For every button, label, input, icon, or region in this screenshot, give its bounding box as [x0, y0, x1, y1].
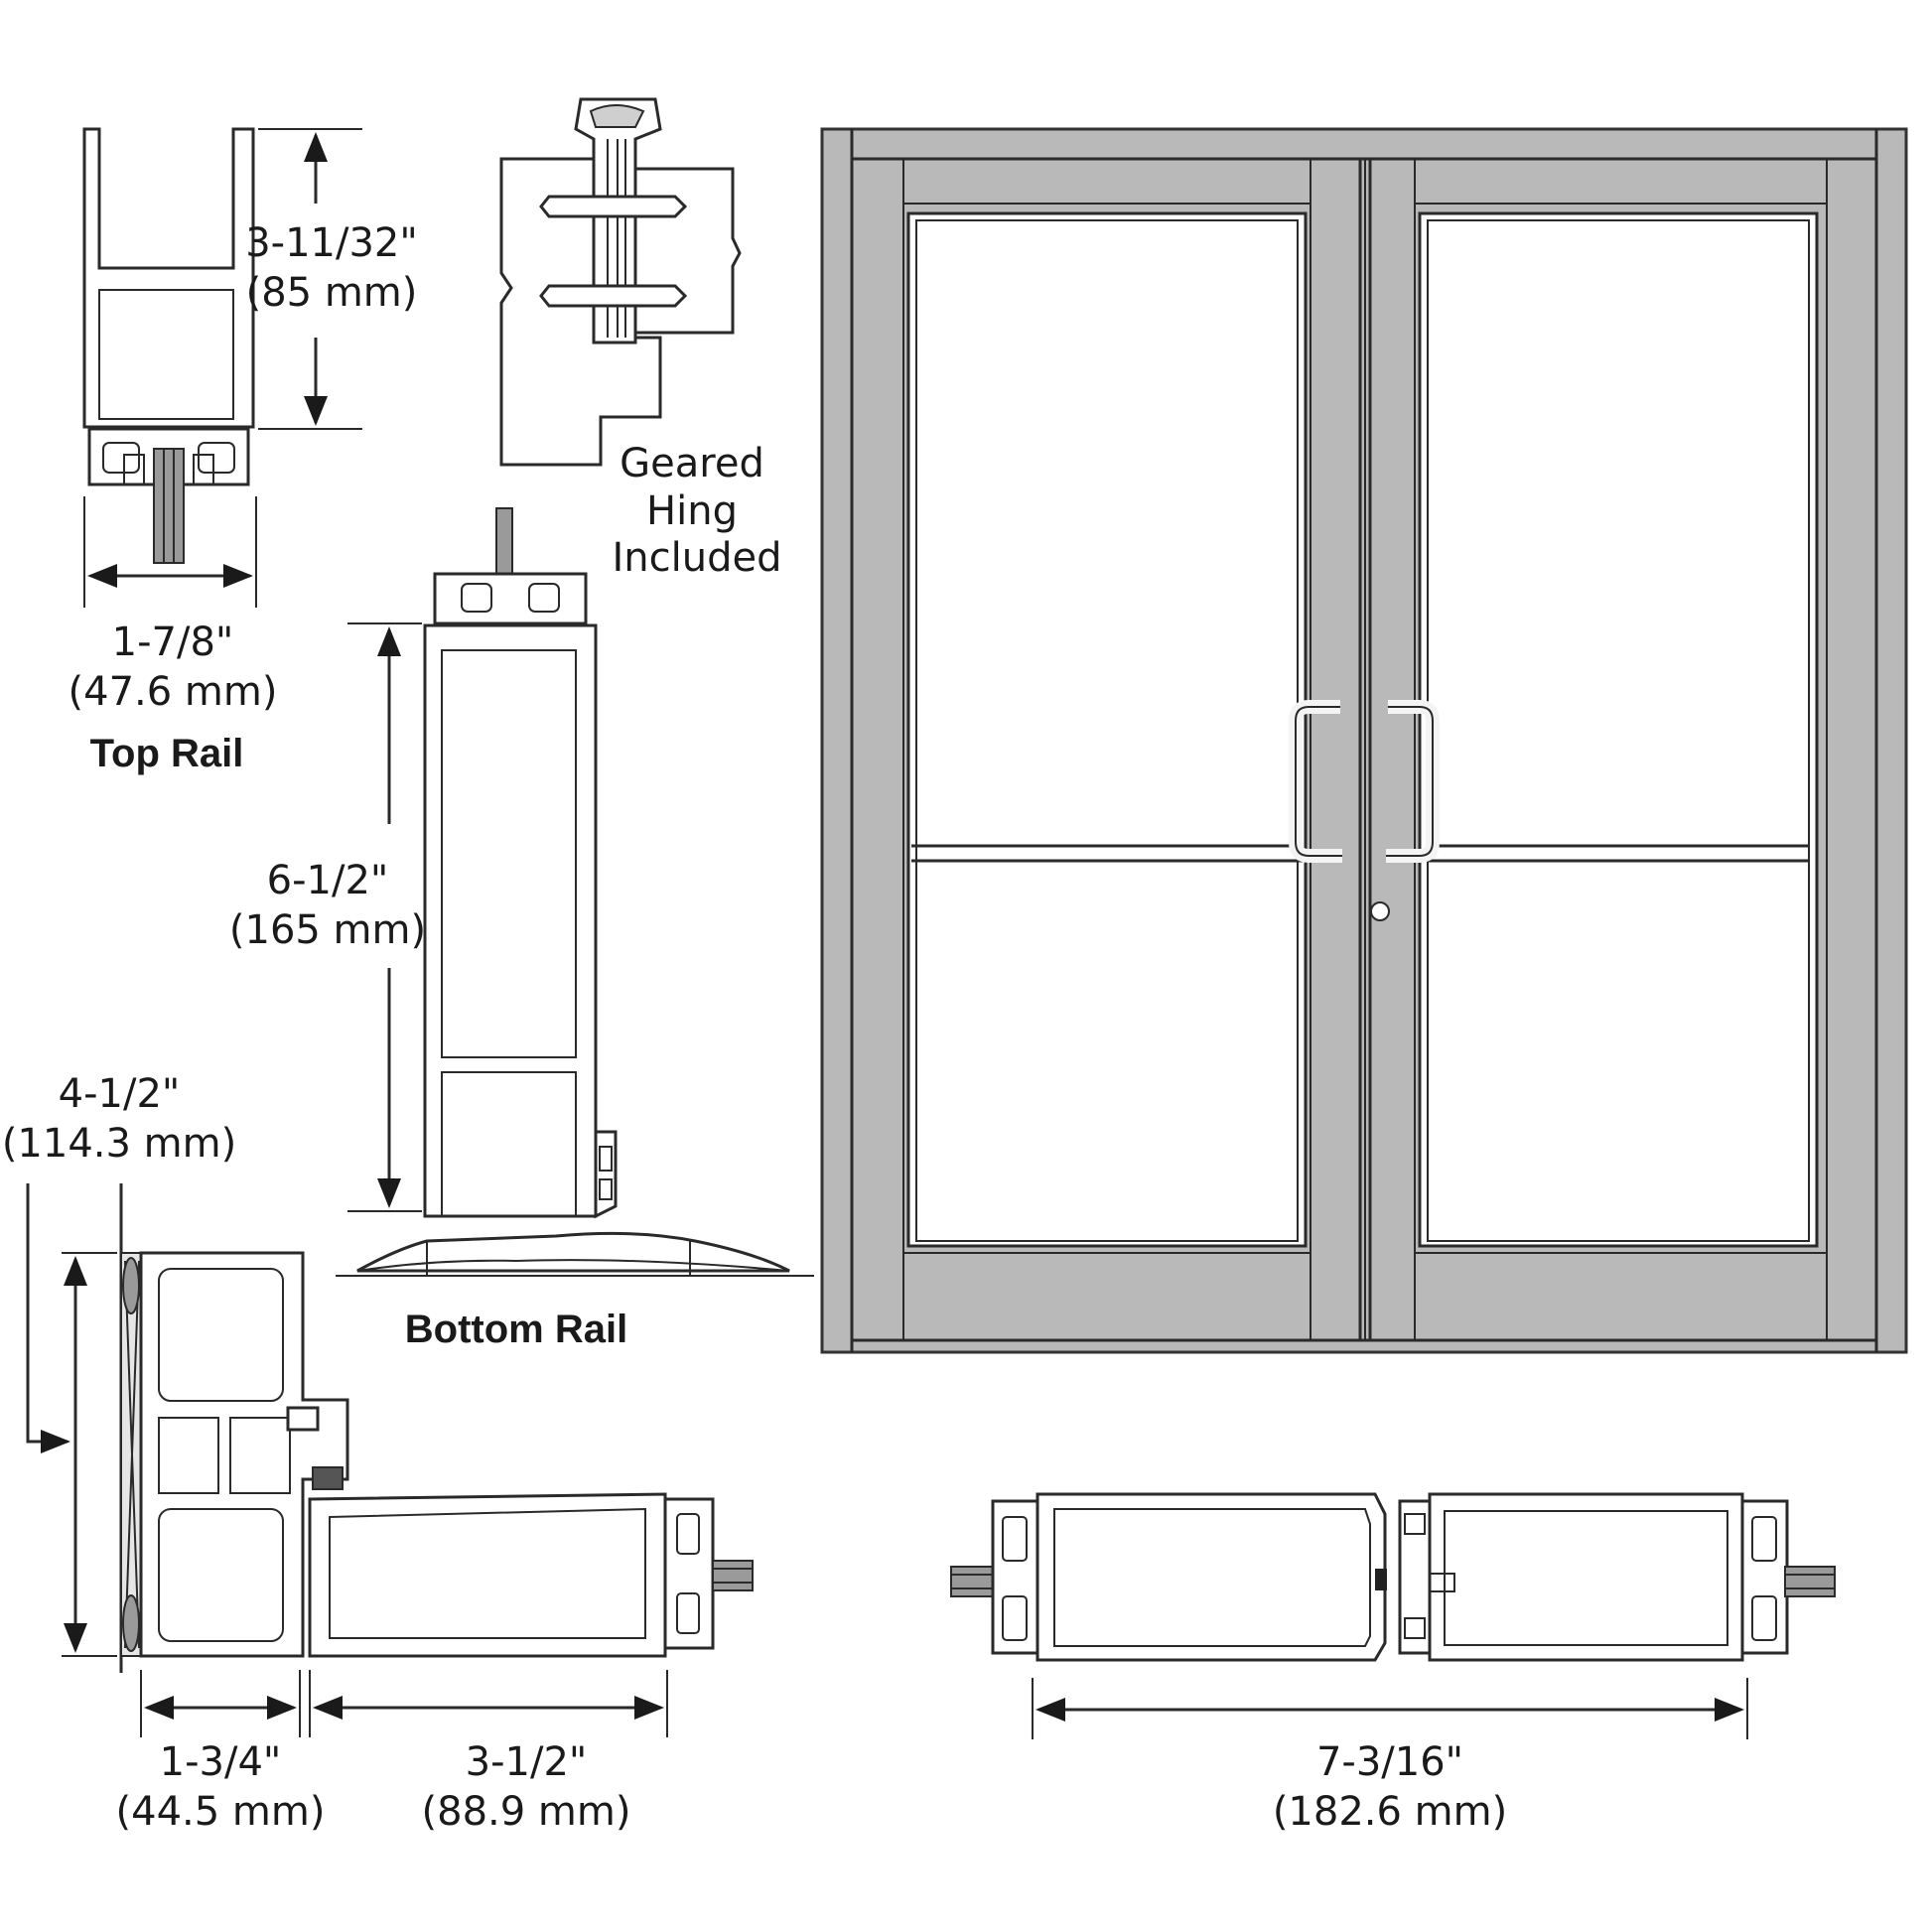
- bottom-rail-height-mm: (165 mm): [229, 907, 426, 953]
- bottom-rail-caption: Bottom Rail: [405, 1308, 627, 1351]
- top-rail-width-inches: 1-7/8": [112, 620, 234, 665]
- top-rail-profile: [82, 127, 255, 564]
- hinge-note-line3: Included: [613, 535, 782, 581]
- meeting-stiles-width-mm: (182.6 mm): [1273, 1789, 1507, 1835]
- left-door-leaf: [902, 158, 1366, 1341]
- top-rail-height-dimension: 3-11/32" (85 mm): [245, 128, 418, 430]
- bottom-rail-height-inches: 6-1/2": [267, 858, 389, 903]
- meeting-stiles-section: [950, 1492, 1836, 1662]
- stile-width-inches: 3-1/2": [466, 1739, 588, 1785]
- double-door-elevation: [820, 127, 1908, 1354]
- geared-hinge-detail: Geared Hing Included: [499, 97, 782, 581]
- top-rail-caption: Top Rail: [90, 732, 244, 775]
- top-rail-width-mm: (47.6 mm): [69, 669, 278, 715]
- bottom-rail-height-dimension: 6-1/2" (165 mm) Bottom Rail: [229, 622, 627, 1351]
- meeting-stiles-width-inches: 7-3/16": [1316, 1739, 1463, 1785]
- lock-cylinder: [1370, 901, 1390, 921]
- top-rail-height-inches: 3-11/32": [245, 220, 418, 266]
- jamb-depth-dimension: 4-1/2" (114.3 mm): [2, 1071, 236, 1657]
- frame-width-inches: 1-3/4": [160, 1739, 282, 1785]
- right-door-leaf: [1364, 158, 1828, 1341]
- jamb-depth-mm: (114.3 mm): [2, 1121, 236, 1167]
- meeting-stiles-width-dimension: 7-3/16" (182.6 mm): [1032, 1678, 1748, 1835]
- jamb-depth-inches: 4-1/2": [59, 1071, 181, 1117]
- top-rail-width-dimension: 1-7/8" (47.6 mm) Top Rail: [69, 496, 278, 775]
- top-rail-height-mm: (85 mm): [246, 270, 418, 316]
- stile-width-mm: (88.9 mm): [422, 1789, 631, 1835]
- hinge-note-line2: Hing: [646, 488, 738, 534]
- frame-width-mm: (44.5 mm): [116, 1789, 326, 1835]
- hinge-note-line1: Geared: [620, 441, 764, 486]
- bottom-rail-profile: [336, 507, 814, 1277]
- frame-and-stile-width-dimensions: 1-3/4" (44.5 mm) 3-1/2" (88.9 mm): [116, 1670, 668, 1835]
- jamb-section: [119, 1183, 349, 1673]
- stile-section: [308, 1492, 754, 1658]
